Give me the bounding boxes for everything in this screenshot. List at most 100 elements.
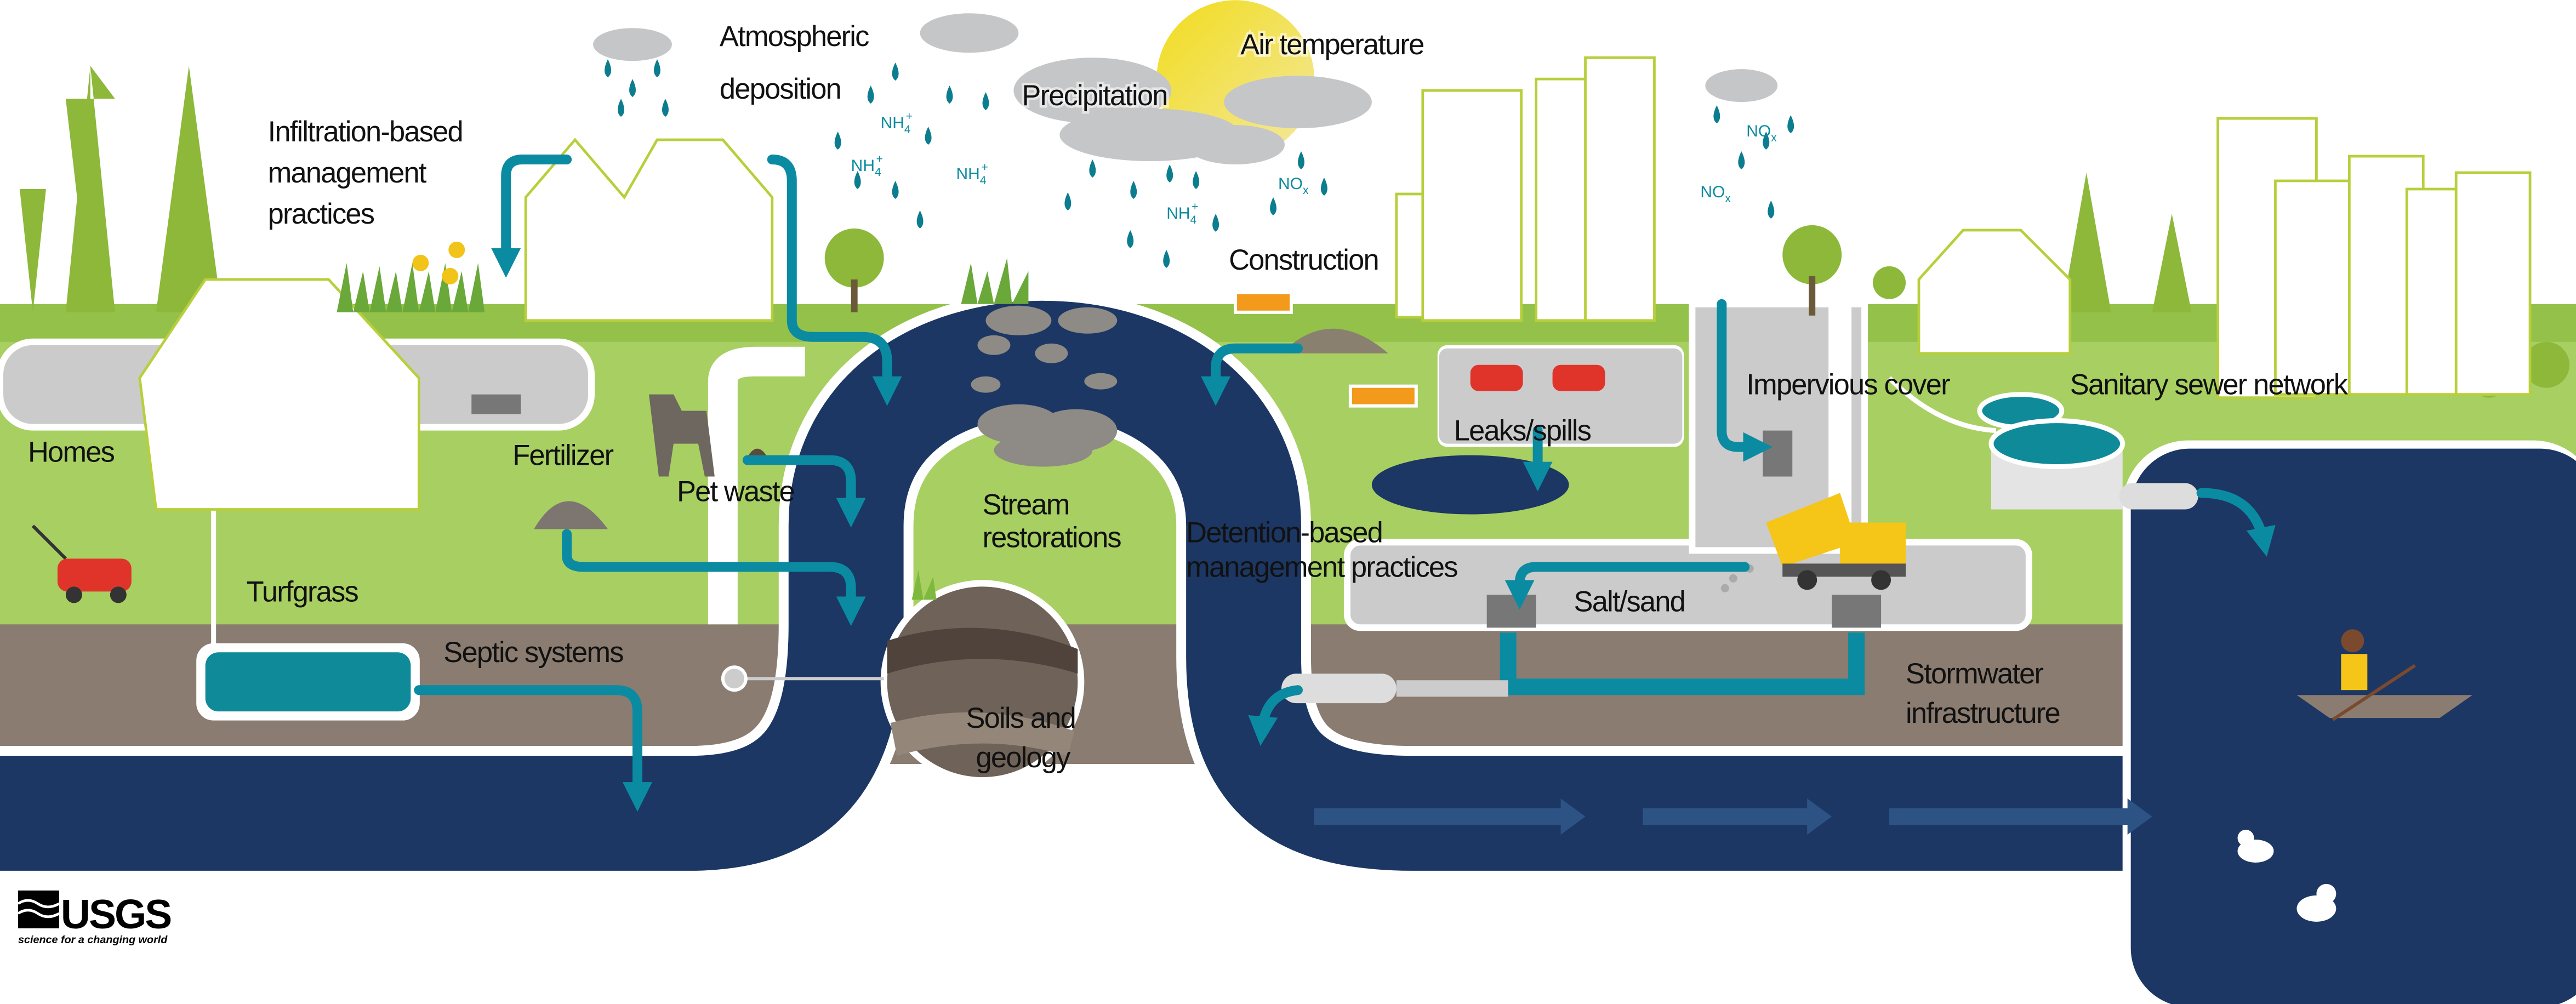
person [2341,629,2364,653]
label-construction: Construction [1229,244,1378,276]
usgs-tagline: science for a changing world [18,934,168,946]
raindrop-icon [605,59,612,78]
label-pet-waste: Pet waste [677,476,794,508]
storm-drain [471,394,521,414]
construction-site [1234,290,1906,592]
label-salt-sand: Salt/sand [1574,586,1685,618]
lake-items [2237,629,2473,922]
cloud-icon [1705,69,1778,102]
weather [593,0,1794,268]
storm-drain [1763,430,1793,477]
raindrop-icon [1166,164,1173,182]
city-buildings [1395,56,2532,400]
conifer-tree [19,189,46,312]
raindrop-icon [1763,132,1770,150]
labels: Infiltration-based management practices … [28,21,2350,774]
stream-restoration-rocks [961,258,1118,467]
runoff-flow-paths [414,155,2276,812]
cloud-icons [593,13,1778,165]
stormwater-pipes [471,394,1882,704]
house-homes [138,278,420,511]
conifer-tree [156,66,222,312]
callout-dot [721,665,748,692]
raindrop-icon [1768,200,1775,219]
dog [648,394,715,477]
fertilizer-bag [534,501,608,529]
rain-garden [337,241,485,312]
river-arrow [1314,798,1586,835]
raindrop-icon [1713,105,1720,124]
raindrops [605,59,1794,268]
pet-waste [747,448,767,457]
duck [2237,829,2274,863]
raindrop-icon [1089,159,1096,178]
raindrop-icon [867,85,874,104]
label-soils-2: geology [976,742,1071,774]
small-house [1917,229,2072,355]
barricade [1234,290,1293,314]
septic-tank-water [205,652,411,712]
raindrop-icon [1320,178,1327,196]
car [1470,364,1523,391]
infiltration-flow [491,155,572,278]
label-stream-2: restorations [982,522,1121,554]
storm-drain [1486,595,1536,628]
raindrop-icon [854,171,861,189]
residential-items [31,394,767,603]
cloud-icon [1224,76,1372,129]
raindrop-icon [629,79,636,98]
dump-truck [1766,493,1906,590]
chemical-label-ammonium: NH4+ [956,161,988,187]
round-tree [1873,266,1906,299]
round-tree [824,228,884,288]
label-turfgrass: Turfgrass [247,576,358,608]
detention-pond [1371,455,1569,515]
barricade [1348,384,1418,408]
label-septic: Septic systems [443,637,623,669]
chemical-label-ammonium: NH4+ [881,110,913,136]
raindrop-icon [662,99,669,117]
raindrop-icon [892,62,899,81]
conifer-tree [65,66,115,312]
raindrop-icon [916,210,924,229]
cloud-icon [1186,125,1285,165]
raindrop-icon [653,59,660,78]
river-arrow [1643,798,1832,835]
raindrop-icon [1212,213,1219,232]
label-atmospheric-2: deposition [720,73,841,105]
raindrop-icon [1270,197,1277,215]
label-precipitation: Precipitation [1022,80,1167,112]
chemical-label-nitrogen-oxides: NOx [1278,175,1309,197]
storm-drain [1832,595,1882,628]
raindrop-icon [1127,230,1134,248]
raindrop-icon [834,132,841,150]
sewer-treatment-tanks [1887,376,2198,510]
label-atmospheric-1: Atmospheric [720,21,869,53]
sewer-outfall-flow [2196,488,2276,557]
lawn-mower [31,524,132,603]
flow-direction-arrows [1314,798,2152,835]
cloud-icon [1013,58,1172,124]
conifer-tree [2152,213,2192,312]
label-stormwater-1: Stormwater [1906,658,2043,690]
label-leaks-spills: Leaks/spills [1454,415,1591,447]
construction-flow [1201,343,1303,406]
rowboat [2296,695,2473,718]
cloud-icon [593,28,672,61]
label-detention-1: Detention-based [1186,517,1382,549]
chemical-label-nitrogen-oxides: NOx [1700,183,1731,205]
label-sanitary-sewer: Sanitary sewer network [2070,369,2349,401]
river-arrow [1889,798,2152,835]
raindrop-icon [1163,249,1170,268]
raindrop-icon [1130,180,1137,199]
car [1552,364,1605,391]
lake [2130,448,2576,1004]
label-soils-1: Soils and [966,703,1076,734]
septic-flow [414,685,652,812]
round-tree [1782,225,1842,284]
pet-waste-flow [742,455,866,528]
raindrop-icon [1738,151,1745,170]
chemical-label-nitrogen-oxides: NOx [1746,122,1777,144]
